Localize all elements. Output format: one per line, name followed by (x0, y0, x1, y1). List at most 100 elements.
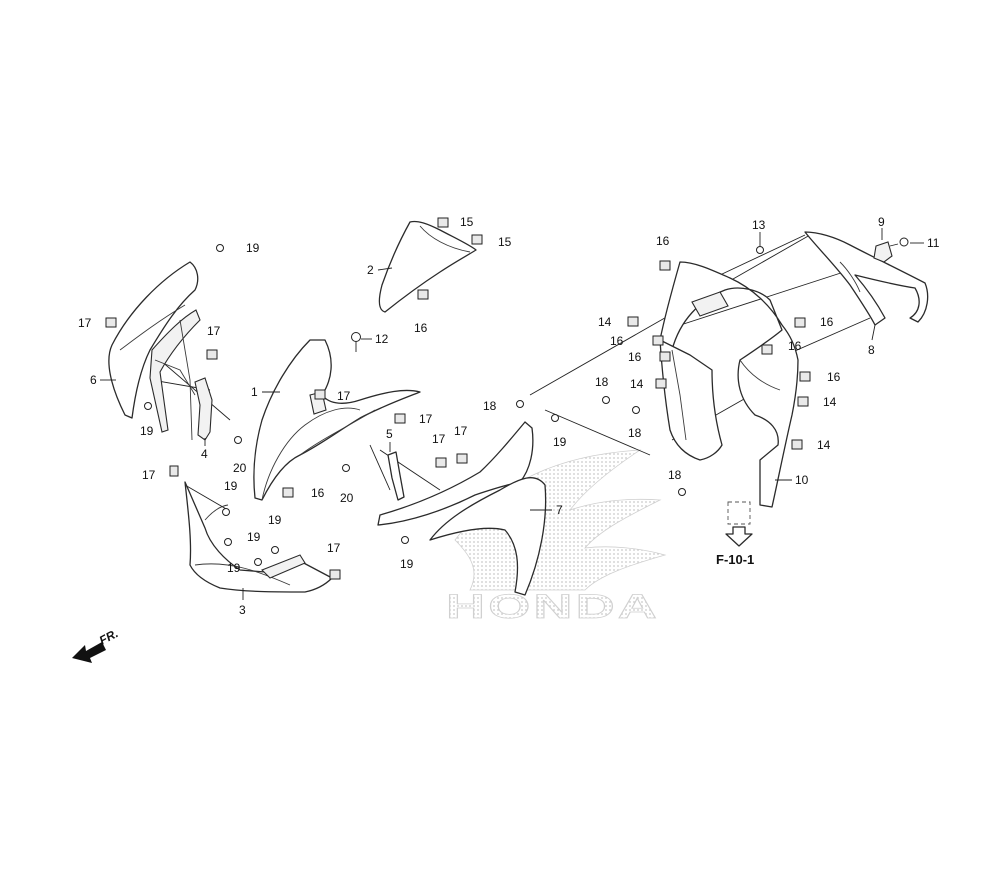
callout-leaders (100, 228, 924, 600)
leader-2 (377, 267, 393, 271)
callout-label: 16 (827, 370, 841, 384)
inner-cover-rib (671, 349, 687, 441)
front-cowl-edge (261, 407, 361, 501)
callout-label: 16 (414, 321, 428, 335)
side-cowl-rib (154, 359, 196, 396)
callout-label: 7 (556, 503, 563, 517)
clip-17 (435, 457, 447, 468)
screw-19 (254, 558, 262, 566)
part-11-bolt (889, 237, 909, 247)
screw-13 (756, 246, 764, 254)
screw-19 (401, 536, 409, 544)
side-cowl-body (108, 261, 199, 419)
part-10-inner-cover (659, 261, 799, 508)
clip-16 (794, 317, 806, 328)
callout-label: 17 (454, 424, 468, 438)
honda-watermark: HONDA (446, 449, 667, 626)
callout-label: 18 (595, 375, 609, 389)
screw-18 (516, 400, 524, 408)
reference-f-10-1: F-10-1 (716, 501, 754, 567)
callout-label: 4 (201, 447, 208, 461)
callout-label: 14 (630, 377, 644, 391)
clip-14 (627, 316, 639, 327)
callout-label: 10 (795, 473, 809, 487)
callout-label: 18 (483, 399, 497, 413)
clip-17 (394, 413, 406, 424)
clip-15 (471, 234, 483, 245)
callout-label: 9 (878, 215, 885, 229)
part-7-inner-panel (377, 421, 547, 596)
screw-19 (224, 538, 232, 546)
bracket-body (194, 377, 213, 441)
callout-label: 19 (246, 241, 260, 255)
front-arrow-icon (72, 642, 106, 663)
screw-19 (271, 546, 279, 554)
screw-18 (632, 406, 640, 414)
callout-label: 3 (239, 603, 246, 617)
callout-label: 8 (868, 343, 875, 357)
inner-cover-window (691, 291, 729, 317)
honda-watermark-text: HONDA (446, 588, 660, 626)
part-4-bracket (194, 377, 213, 441)
callout-label: 19 (140, 424, 154, 438)
callout-label: 14 (823, 395, 837, 409)
callout-label: 16 (788, 339, 802, 353)
inner-cover-rib (739, 359, 781, 391)
callout-label: 17 (78, 316, 92, 330)
part-3-under-cowl (184, 481, 333, 593)
clip-17 (169, 465, 179, 477)
front-cowl-body (253, 339, 421, 501)
side-cowl-rib (119, 304, 186, 351)
callout-label: 5 (386, 427, 393, 441)
side-cowl-inner (149, 309, 201, 433)
assembly-line (184, 484, 229, 511)
screw-20 (342, 464, 350, 472)
callout-label: 16 (656, 234, 670, 248)
clips (105, 217, 811, 580)
callout-label: 19 (247, 530, 261, 544)
callout-label: 17 (207, 324, 221, 338)
upper-cover-edge (419, 225, 471, 253)
screw-12 (351, 332, 361, 342)
reference-arrow-icon (725, 526, 753, 547)
honda-wing-logo (454, 449, 667, 591)
under-cowl-tab (261, 554, 306, 579)
frame-rib (839, 261, 861, 293)
callout-label: 18 (628, 426, 642, 440)
assembly-line (544, 409, 651, 456)
callout-label: 16 (820, 315, 834, 329)
callout-label: 12 (375, 332, 389, 346)
part-6-side-cowl (108, 261, 201, 441)
leader-8 (871, 324, 876, 341)
under-cowl-rib (204, 504, 229, 521)
reference-dashed-box (727, 501, 751, 525)
bolt-head (899, 237, 909, 247)
callout-label: 1 (251, 385, 258, 399)
assembly-line (159, 359, 231, 421)
bolt-shaft (889, 243, 899, 247)
callout-label: 11 (927, 236, 940, 250)
inner-panel-lower (429, 477, 547, 596)
callout-label: 14 (598, 315, 612, 329)
callout-label: 14 (817, 438, 831, 452)
screw-20 (234, 436, 242, 444)
screw-19 (144, 402, 152, 410)
clip-17 (206, 349, 218, 360)
screw-19 (551, 414, 559, 422)
screws (144, 244, 764, 566)
callout-label: 16 (610, 334, 624, 348)
callout-label: 13 (752, 218, 766, 232)
reference-label: F-10-1 (716, 552, 754, 567)
screw-19 (216, 244, 224, 252)
callout-label: 19 (224, 479, 238, 493)
assembly-line (369, 444, 391, 491)
callout-label: 19 (553, 435, 567, 449)
callout-label: 20 (233, 461, 247, 475)
clip-16 (659, 351, 671, 362)
callout-label: 19 (400, 557, 414, 571)
part-2-upper-cover (378, 220, 477, 313)
callout-label: 15 (460, 215, 474, 229)
screw-18 (602, 396, 610, 404)
callout-label: 17 (432, 432, 446, 446)
seal-strip-body (387, 451, 405, 501)
